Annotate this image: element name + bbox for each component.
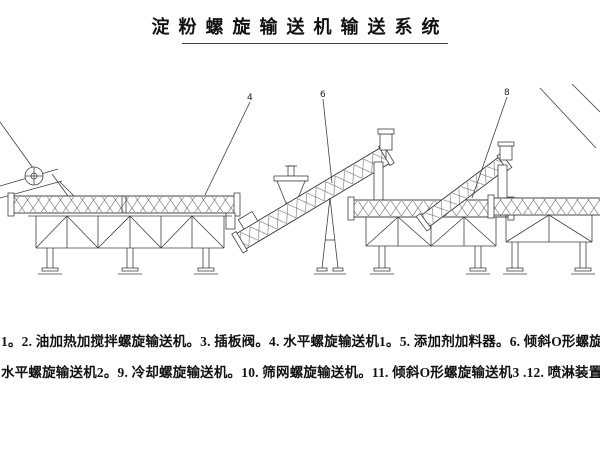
component-legend: 1。2. 油加热加搅拌螺旋输送机。3. 插板阀。4. 水平螺旋输送机1。5. 添… [1,326,600,388]
legend-line-2: 水平螺旋输送机2。9. 冷却螺旋输送机。10. 筛网螺旋输送机。11. 倾斜O形… [1,365,600,380]
support-legs-1 [38,248,218,275]
support-truss-3 [503,214,595,275]
incline-support-frame [314,197,346,275]
leader-lines-cutoff-right [539,83,600,149]
callouts: 4 6 8 [204,88,510,199]
horizontal-conveyor-3 [487,194,600,219]
support-legs-2 [370,246,490,275]
legend-line-1: 1。2. 油加热加搅拌螺旋输送机。3. 插板阀。4. 水平螺旋输送机1。5. 添… [1,334,600,349]
diagram-canvas: 4 6 8 [0,83,600,275]
drive-motor-right [497,141,515,199]
horizontal-conveyor-1 [7,192,241,230]
title-underline [182,43,448,44]
inclined-conveyor-center [231,143,395,254]
callout-8: 8 [504,88,510,98]
drive-motor-center [373,128,395,201]
support-truss-2 [358,216,504,247]
page-title: 淀粉螺旋输送机输送系统 [151,17,449,37]
support-truss-1 [28,215,232,249]
additive-feeder-hopper [273,165,309,214]
callout-4: 4 [247,93,253,103]
leader-line-cutoff-left [0,121,34,169]
callout-6: 6 [320,90,326,100]
